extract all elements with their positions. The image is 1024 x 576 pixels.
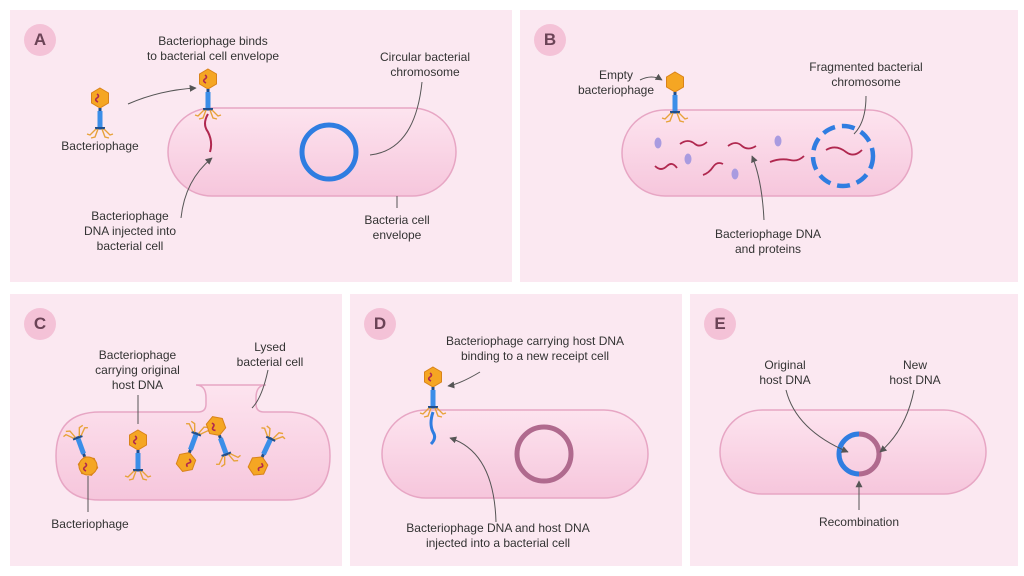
- panel-d-badge: D: [364, 308, 396, 340]
- label-carrying-host-dna: Bacteriophage carrying original host DNA: [95, 348, 180, 392]
- label-lysed-cell: Lysed bacterial cell: [236, 340, 304, 369]
- label-original-host-dna: Original host DNA: [759, 358, 811, 387]
- label-circular-chromosome: Circular bacterial chromosome: [379, 50, 471, 79]
- label-fragmented-chromosome: Fragmented bacterial chromosome: [809, 60, 923, 89]
- label-empty-phage: Empty bacteriophage: [577, 68, 655, 97]
- label-phage-binding-new-cell: Bacteriophage carrying host DNA binding …: [445, 334, 625, 363]
- panel-a-badge: A: [24, 24, 56, 56]
- panel-b-badge: B: [534, 24, 566, 56]
- label-dna-injected: Bacteriophage DNA injected into bacteria…: [83, 209, 177, 253]
- label-binds: Bacteriophage binds to bacterial cell en…: [146, 34, 280, 63]
- label-cell-envelope: Bacteria cell envelope: [364, 213, 430, 242]
- label-recombination: Recombination: [818, 515, 900, 529]
- label-bacteriophage-a: Bacteriophage: [61, 139, 139, 153]
- label-bacteriophage-c: Bacteriophage: [51, 517, 129, 531]
- panel-c-badge: C: [24, 308, 56, 340]
- panel-e-badge: E: [704, 308, 736, 340]
- label-dna-injected-d: Bacteriophage DNA and host DNA injected …: [406, 521, 590, 550]
- label-new-host-dna: New host DNA: [889, 358, 941, 387]
- label-dna-proteins: Bacteriophage DNA and proteins: [714, 227, 822, 256]
